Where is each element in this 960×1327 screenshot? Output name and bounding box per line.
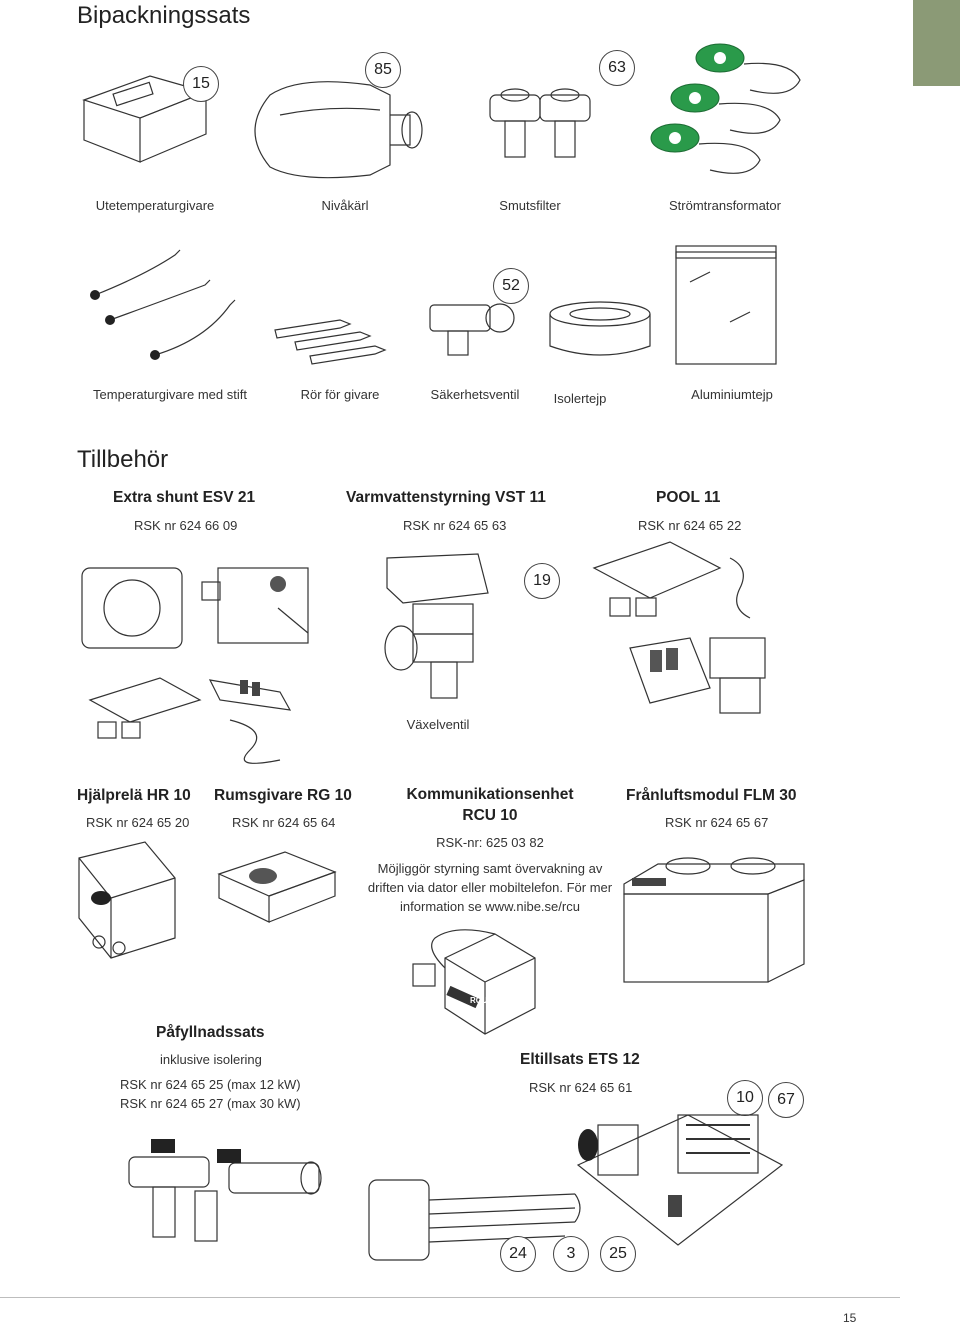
- rg-illustration: [217, 851, 337, 923]
- fill-set-illustration: [128, 1139, 322, 1242]
- caption-current-transformer: Strömtransformator: [669, 198, 781, 213]
- caption-outdoor-sensor: Utetemperaturgivare: [95, 198, 215, 213]
- temperature-sensor-illustration: [90, 249, 236, 360]
- rcu-description-line3: information se www.nibe.se/rcu: [400, 899, 580, 914]
- caption-insulation-tape: Isolertejp: [553, 391, 607, 406]
- title-esv: Extra shunt ESV 21: [113, 489, 256, 506]
- esv-illustration: [81, 567, 309, 649]
- badge-ets-67: 67: [768, 1082, 804, 1118]
- rsk-hr: RSK nr 624 65 20: [86, 815, 190, 830]
- caption-sensor-pipe: Rör för givare: [300, 387, 380, 402]
- fill-sub: inklusive isolering: [160, 1052, 262, 1067]
- hr-illustration: [78, 841, 176, 959]
- page-tab-marker: [913, 0, 960, 86]
- caption-aluminium-tape: Aluminiumtejp: [691, 387, 773, 402]
- rcu-description: Möjliggör styrning samt övervakning av d…: [340, 859, 640, 916]
- pool-illustration: [592, 541, 766, 714]
- rsk-flm: RSK nr 624 65 67: [665, 815, 769, 830]
- rsk-rg: RSK nr 624 65 64: [232, 815, 336, 830]
- insulation-tape-illustration: [549, 301, 651, 356]
- caption-vst-valve: Växelventil: [406, 717, 470, 732]
- title-flm: Frånluftsmodul FLM 30: [626, 787, 797, 804]
- sensor-pipe-illustration: [274, 319, 387, 365]
- rsk-esv: RSK nr 624 66 09: [134, 518, 238, 533]
- badge-expansion-vessel: 85: [365, 52, 401, 88]
- ets-illustration: [576, 1114, 784, 1246]
- rsk-vst: RSK nr 624 65 63: [403, 518, 507, 533]
- rsk-fill-1: RSK nr 624 65 25 (max 12 kW): [120, 1077, 301, 1092]
- esv-parts-illustration: [88, 677, 292, 764]
- badge-safety-valve: 52: [493, 268, 529, 304]
- caption-temperature-sensor: Temperaturgivare med stift: [93, 387, 247, 402]
- rcu-illustration: [412, 929, 536, 1035]
- title-rg: Rumsgivare RG 10: [214, 787, 352, 804]
- caption-safety-valve: Säkerhetsventil: [430, 387, 520, 402]
- badge-ets-25: 25: [600, 1236, 636, 1272]
- current-transformer-illustration: [650, 43, 801, 174]
- aluminium-tape-illustration: [675, 245, 777, 365]
- flm-illustration: [623, 857, 805, 983]
- page-title: Bipackningssats: [77, 2, 251, 29]
- dirt-filter-illustration: [489, 88, 591, 158]
- rcu-description-line1: Möjliggör styrning samt övervakning av: [377, 861, 603, 876]
- heater-element-illustration: [368, 1179, 581, 1261]
- section-title-accessories: Tillbehör: [77, 446, 169, 473]
- safety-valve-illustration: [429, 303, 515, 356]
- rcu-device-label: RCU: [470, 996, 488, 1005]
- title-rcu-line2: RCU 10: [462, 807, 518, 824]
- rcu-description-line2: driften via dator eller mobiltelefon. Fö…: [367, 880, 613, 895]
- rsk-ets: RSK nr 624 65 61: [529, 1080, 633, 1095]
- badge-ets-24: 24: [500, 1236, 536, 1272]
- page-number: 15: [843, 1311, 857, 1325]
- vst-illustration: [384, 553, 489, 699]
- caption-dirt-filter: Smutsfilter: [499, 198, 561, 213]
- title-fill: Påfyllnadssats: [156, 1024, 265, 1041]
- rsk-fill-2: RSK nr 624 65 27 (max 30 kW): [120, 1096, 301, 1111]
- title-pool: POOL 11: [656, 489, 721, 506]
- caption-expansion-vessel: Nivåkärl: [321, 198, 369, 213]
- expansion-vessel-illustration: [254, 81, 423, 179]
- badge-ets-3: 3: [553, 1236, 589, 1272]
- title-rcu-line1: Kommunikationsenhet: [406, 786, 574, 803]
- title-vst: Varmvattenstyrning VST 11: [346, 489, 546, 506]
- title-hr: Hjälprelä HR 10: [77, 787, 191, 804]
- rsk-rcu: RSK-nr: 625 03 82: [436, 835, 544, 850]
- footer-divider: [0, 1297, 900, 1298]
- badge-dirt-filter: 63: [599, 50, 635, 86]
- badge-vst: 19: [524, 563, 560, 599]
- rsk-pool: RSK nr 624 65 22: [638, 518, 742, 533]
- title-ets: Eltillsats ETS 12: [520, 1051, 640, 1068]
- badge-outdoor-sensor: 15: [183, 66, 219, 102]
